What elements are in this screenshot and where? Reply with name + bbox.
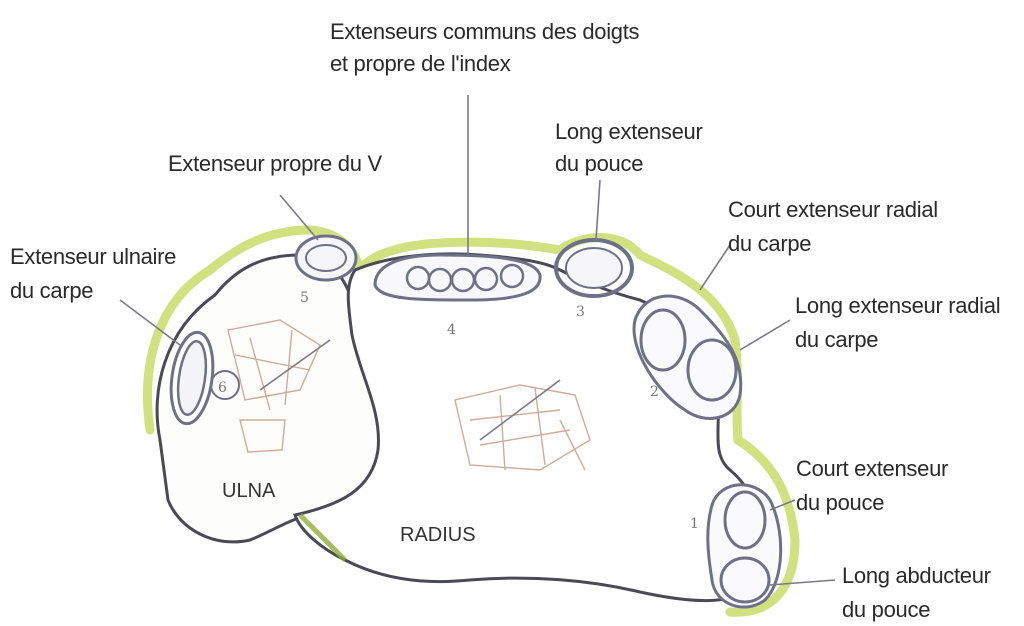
compartment-number-6: 6	[218, 380, 227, 396]
label-court-ext-radial-line1: Court extenseur radial	[728, 196, 938, 224]
compartment-number-1: 1	[690, 516, 699, 532]
label-extenseur-propre-v: Extenseur propre du V	[168, 150, 382, 178]
compartment-number-2: 2	[650, 384, 659, 400]
label-long-extenseur-pouce-line1: Long extenseur	[555, 118, 702, 146]
bone-label-radius: RADIUS	[400, 524, 476, 547]
compartment-1-apl-epb	[708, 485, 781, 607]
compartment-number-5: 5	[300, 290, 309, 306]
label-extenseurs-communs-line2: et propre de l'index	[330, 50, 510, 78]
label-long-abducteur-line2: du pouce	[842, 596, 930, 624]
compartment-4-edc	[375, 255, 540, 300]
compartment-3-epl	[556, 240, 632, 296]
compartment-5-edm	[296, 236, 356, 280]
label-long-ext-radial-line2: du carpe	[795, 326, 878, 354]
compartment-number-4: 4	[447, 322, 456, 338]
label-long-ext-radial-line1: Long extenseur radial	[795, 292, 1000, 320]
label-ext-ulnaire-line2: du carpe	[10, 277, 93, 305]
label-ext-ulnaire-line1: Extenseur ulnaire	[10, 243, 176, 271]
label-court-ext-pouce-line2: du pouce	[796, 489, 884, 517]
label-long-extenseur-pouce-line2: du pouce	[555, 150, 643, 178]
label-court-ext-pouce-line1: Court extenseur	[796, 455, 948, 483]
label-court-ext-radial-line2: du carpe	[728, 230, 811, 258]
label-extenseurs-communs-line1: Extenseurs communs des doigts	[330, 18, 639, 46]
label-long-abducteur-line1: Long abducteur	[842, 562, 991, 590]
bone-label-ulna: ULNA	[222, 480, 275, 503]
compartment-number-3: 3	[576, 304, 585, 320]
